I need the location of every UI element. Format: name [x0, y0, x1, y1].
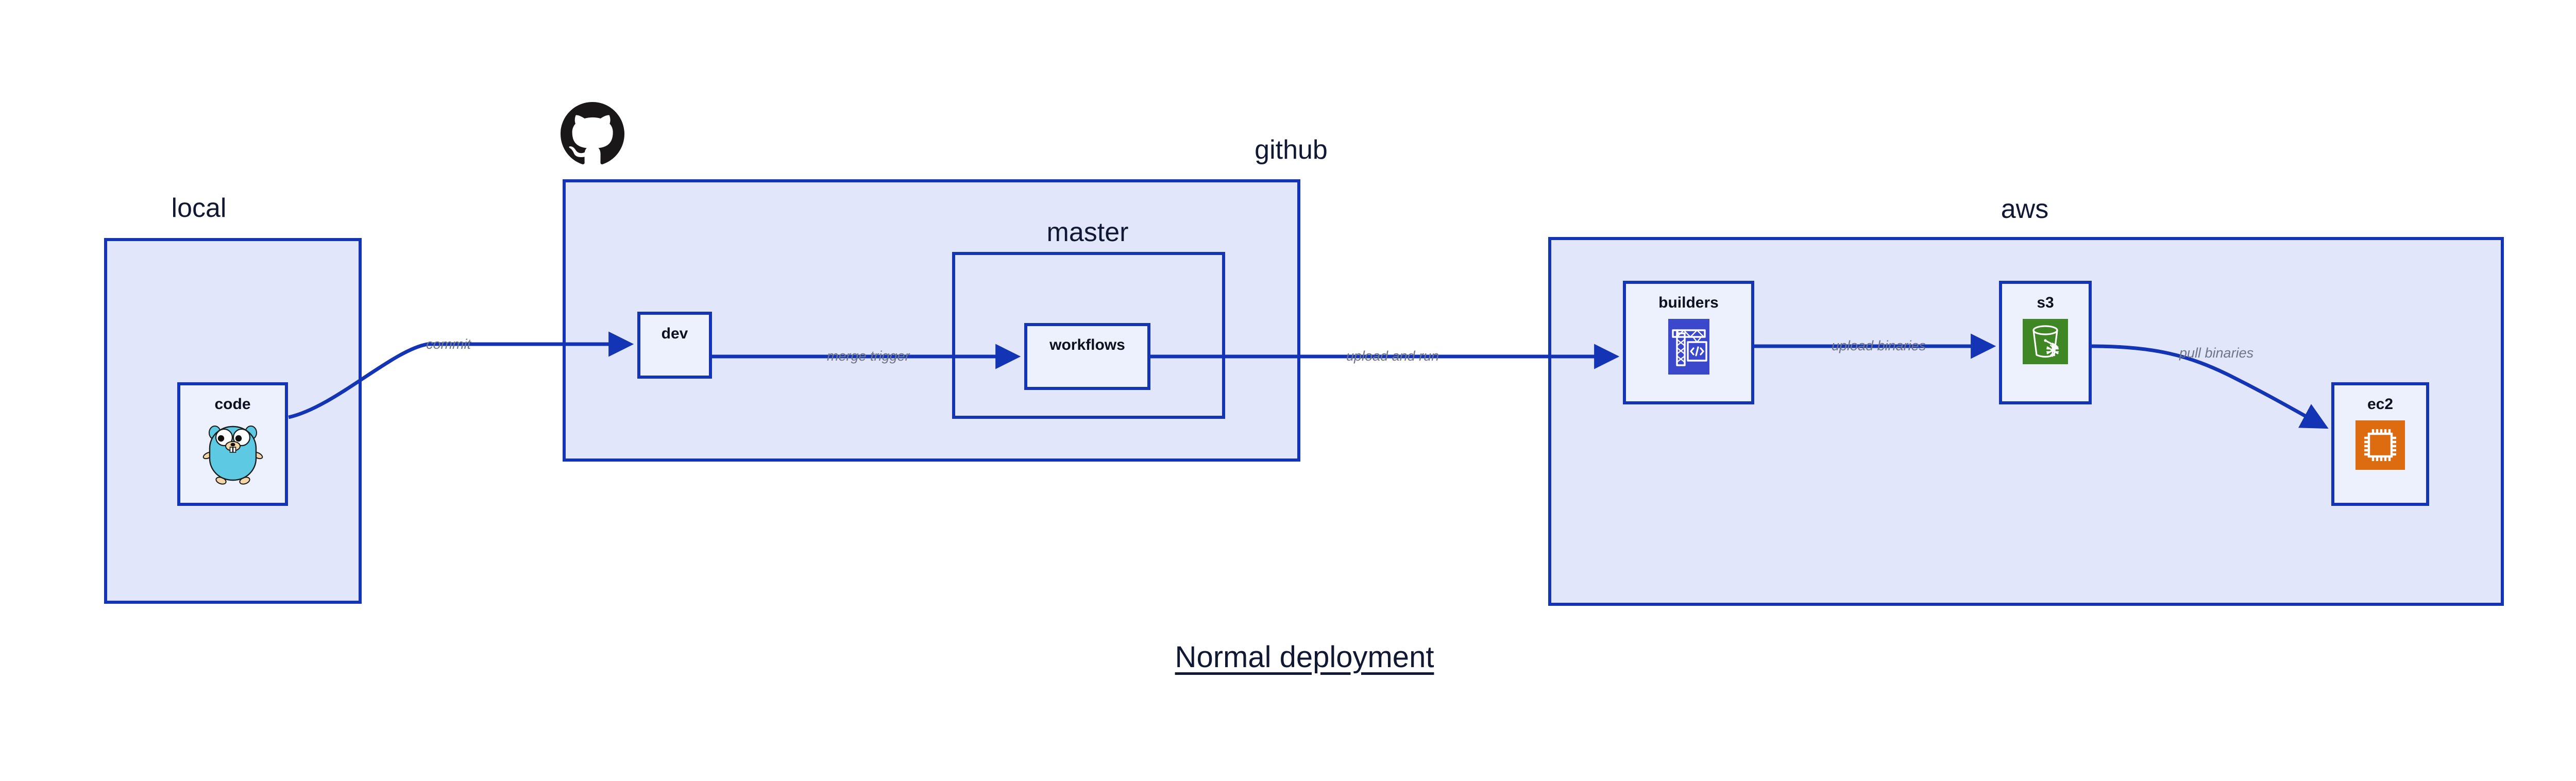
group-label-github: github — [1255, 135, 1328, 165]
node-label-dev: dev — [661, 325, 688, 342]
node-label-builders: builders — [1658, 294, 1719, 311]
edge-label-merge-trigger: merge trigger — [827, 348, 910, 364]
node-ec2[interactable]: ec2 — [2331, 382, 2429, 506]
node-label-s3: s3 — [2037, 294, 2054, 311]
aws-s3-glacier-icon — [2023, 319, 2068, 367]
aws-ec2-icon — [2355, 420, 2405, 472]
aws-codebuild-icon — [1668, 319, 1709, 377]
edge-label-upload-binaries: upload binaries — [1832, 338, 1926, 353]
edge-label-pull-binaries: pull binaries — [2179, 345, 2254, 361]
go-gopher-icon — [202, 420, 263, 488]
group-label-aws: aws — [2001, 194, 2049, 224]
group-label-local: local — [171, 193, 227, 223]
node-dev[interactable]: dev — [637, 312, 712, 379]
page-title: Normal deployment — [1175, 640, 1434, 674]
node-s3[interactable]: s3 — [1999, 281, 2092, 404]
node-code[interactable]: code — [177, 382, 288, 506]
edge-label-upload-and-run: upload and run — [1346, 348, 1439, 364]
node-label-code: code — [214, 396, 251, 413]
group-label-master: master — [1046, 217, 1129, 247]
edge-label-commit: commit — [426, 336, 471, 352]
node-label-workflows: workflows — [1049, 336, 1125, 353]
node-builders[interactable]: builders — [1623, 281, 1754, 404]
node-label-ec2: ec2 — [2367, 396, 2394, 413]
node-workflows[interactable]: workflows — [1024, 323, 1150, 390]
github-octocat-logo — [561, 102, 624, 168]
